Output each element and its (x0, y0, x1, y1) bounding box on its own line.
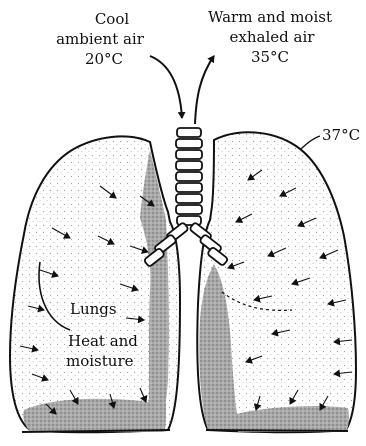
exhaled-air-arrow (195, 56, 214, 124)
lung-temperature-label: 37°C (322, 126, 360, 144)
left-lung-base-shade (23, 399, 166, 432)
inhaled-air-label-line1: Cool (95, 10, 130, 28)
left-lung (10, 136, 180, 432)
inhaled-air-temp: 20°C (85, 50, 123, 68)
inhaled-air-arrow (150, 56, 182, 118)
lungs-label: Lungs (70, 300, 117, 318)
inhaled-air-label-line2: ambient air (56, 30, 145, 48)
exhaled-air-label-line1: Warm and moist (208, 8, 332, 26)
heat-moisture-label-line2: moisture (66, 352, 134, 370)
exhaled-air-label-line2: exhaled air (230, 28, 316, 46)
right-lung (197, 132, 356, 432)
exhaled-air-temp: 35°C (251, 48, 289, 66)
lung-temp-leader (300, 136, 320, 150)
trachea (176, 128, 202, 225)
heat-moisture-label-line1: Heat and (68, 332, 138, 350)
